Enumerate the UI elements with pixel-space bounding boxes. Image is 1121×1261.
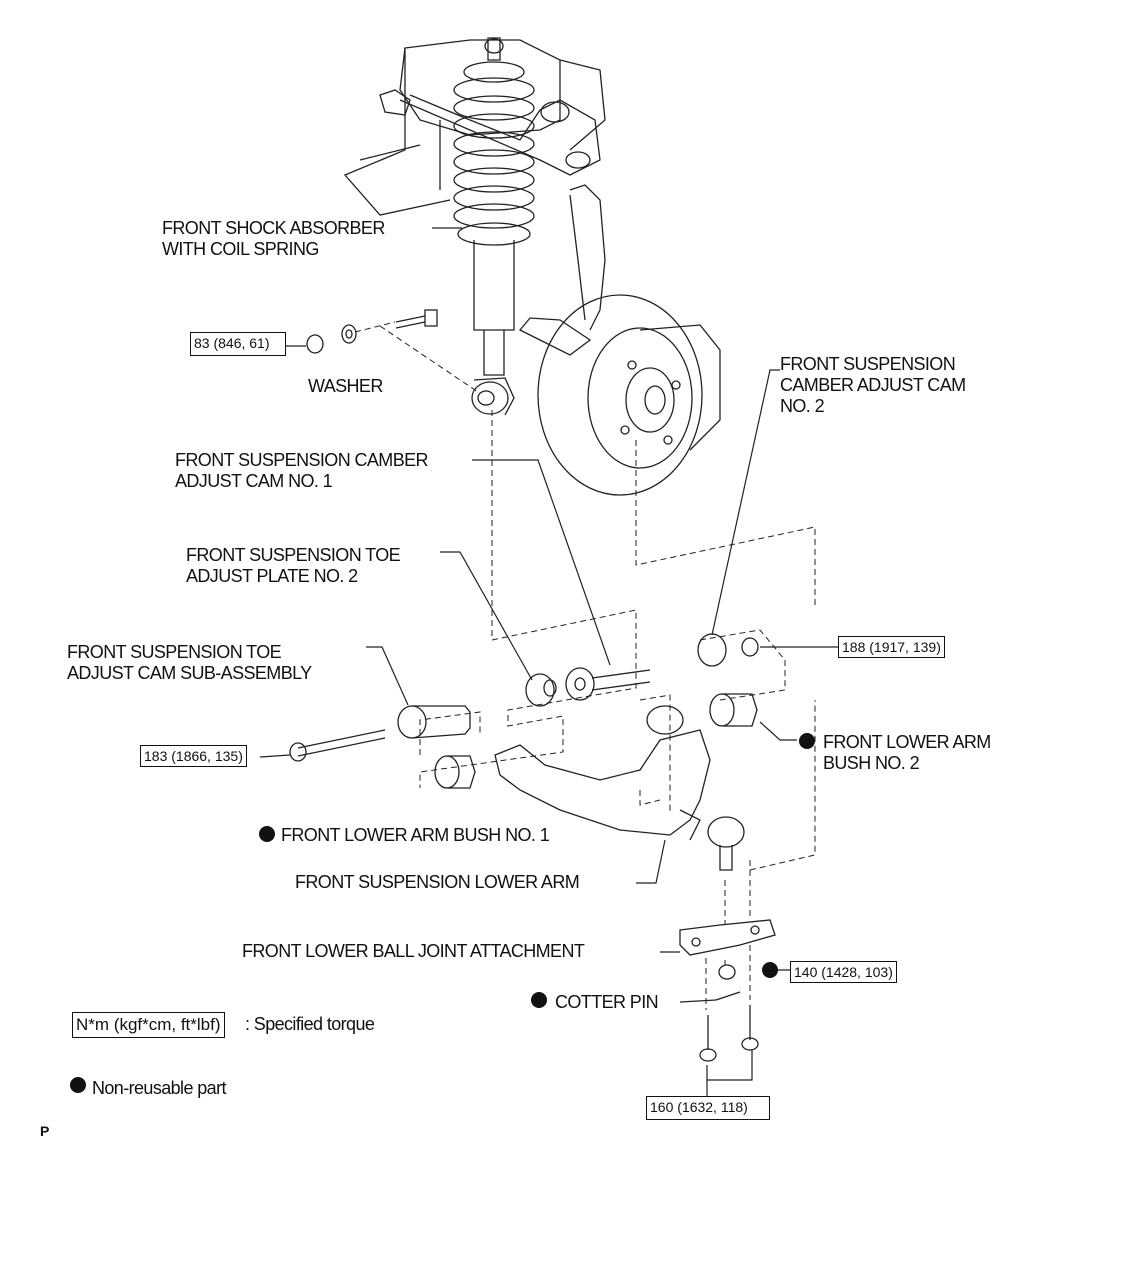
legend-nonreusable-dot [70,1077,86,1093]
label-shock-absorber: FRONT SHOCK ABSORBER WITH COIL SPRING [162,218,385,259]
toe-adjust-plate-drawing [525,673,557,707]
page-marker: P [40,1123,49,1139]
torque-box-83: 83 (846, 61) [190,332,286,356]
ball-joint-attachment-drawing [679,919,776,1062]
toe-cam-sub-drawing [289,705,471,762]
knuckle-disc-drawing [518,184,721,496]
label-toe-cam-sub: FRONT SUSPENSION TOE ADJUST CAM SUB-ASSE… [67,642,312,683]
legend-nonreusable-text: Non-reusable part [92,1078,226,1098]
legend-torque-desc: : Specified torque [245,1014,375,1034]
camber-cam-no2-drawing [697,633,759,667]
label-lower-arm: FRONT SUSPENSION LOWER ARM [295,872,580,892]
lower-arm-drawing [494,705,745,871]
upper-arm-drawing [399,94,601,176]
label-washer: WASHER [308,376,383,396]
bushes-drawing [434,693,758,789]
torque-box-160: 160 (1632, 118) [646,1096,770,1120]
label-camber-cam-no1: FRONT SUSPENSION CAMBER ADJUST CAM NO. 1 [175,450,429,491]
nonreusable-dot-cotter-pin [531,992,547,1008]
torque-box-183: 183 (1866, 135) [140,745,247,767]
label-lower-arm-bush-no2: FRONT LOWER ARM BUSH NO. 2 [823,732,991,773]
nonreusable-dot-bush-no2 [799,733,815,749]
label-toe-plate-no2: FRONT SUSPENSION TOE ADJUST PLATE NO. 2 [186,545,401,586]
nonreusable-dot-bush-no1 [259,826,275,842]
leader-lines [259,227,838,1097]
camber-cam-no1-drawing [565,667,651,701]
assembly-guide-lines [354,321,816,1010]
nonreusable-dot-nut-140 [762,962,778,978]
torque-box-188: 188 (1917, 139) [838,636,945,658]
label-lower-arm-bush-no1: FRONT LOWER ARM BUSH NO. 1 [281,825,550,845]
vehicle-frame-drawing [343,39,606,216]
torque-box-140: 140 (1428, 103) [790,961,897,983]
label-camber-cam-no2: FRONT SUSPENSION CAMBER ADJUST CAM NO. 2 [780,354,966,416]
label-cotter-pin: COTTER PIN [555,992,659,1012]
legend-torque-box: N*m (kgf*cm, ft*lbf) [72,1012,225,1038]
shock-absorber-drawing [453,37,535,416]
label-ball-joint-attachment: FRONT LOWER BALL JOINT ATTACHMENT [242,941,585,961]
shock-bolt-drawing [306,309,438,354]
